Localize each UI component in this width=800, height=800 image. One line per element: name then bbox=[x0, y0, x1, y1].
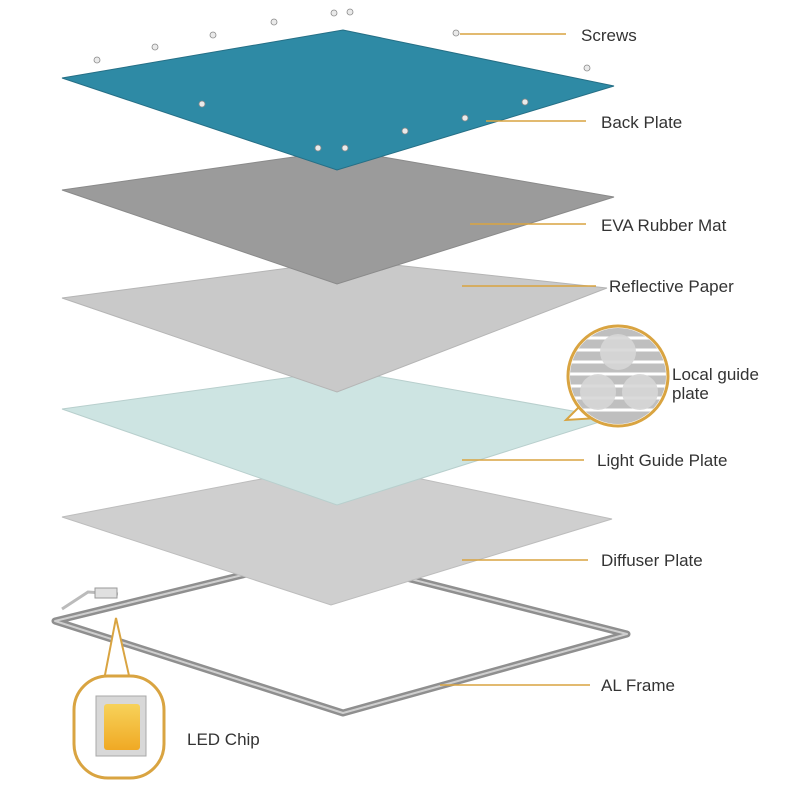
label-led-chip: LED Chip bbox=[187, 730, 260, 749]
reflective-paper bbox=[61, 259, 608, 393]
leader-lines bbox=[440, 33, 596, 686]
screw-icon bbox=[270, 18, 278, 26]
label-al-frame: AL Frame bbox=[601, 676, 675, 695]
screw-icon bbox=[330, 9, 338, 17]
screw-icon bbox=[401, 127, 409, 135]
led-chip-inset bbox=[72, 617, 166, 780]
screw-icon bbox=[209, 31, 217, 39]
screw-icon bbox=[452, 29, 460, 37]
local-guide-plate-inset bbox=[563, 324, 670, 428]
label-diffuser-plate: Diffuser Plate bbox=[601, 551, 703, 570]
screws-group bbox=[93, 8, 591, 152]
screw-icon bbox=[341, 144, 349, 152]
eva-rubber-mat bbox=[61, 149, 615, 285]
screw-icon bbox=[461, 114, 469, 122]
led-chip-icon bbox=[104, 704, 140, 750]
screw-icon bbox=[521, 98, 529, 106]
screw-icon bbox=[93, 56, 101, 64]
label-back-plate: Back Plate bbox=[601, 113, 682, 132]
screw-icon bbox=[346, 8, 354, 16]
label-eva-rubber-mat: EVA Rubber Mat bbox=[601, 216, 727, 235]
label-reflective-paper: Reflective Paper bbox=[609, 277, 734, 296]
label-local-guide-plate-1: Local guide bbox=[672, 365, 759, 384]
label-screws: Screws bbox=[581, 26, 637, 45]
screw-icon bbox=[314, 144, 322, 152]
screw-icon bbox=[151, 43, 159, 51]
screw-icon bbox=[583, 64, 591, 72]
label-local-guide-plate-2: plate bbox=[672, 384, 709, 403]
diffuser-plate bbox=[61, 462, 613, 606]
al-frame bbox=[51, 552, 631, 717]
screw-icon bbox=[198, 100, 206, 108]
back-plate bbox=[61, 29, 615, 171]
label-light-guide-plate: Light Guide Plate bbox=[597, 451, 727, 470]
